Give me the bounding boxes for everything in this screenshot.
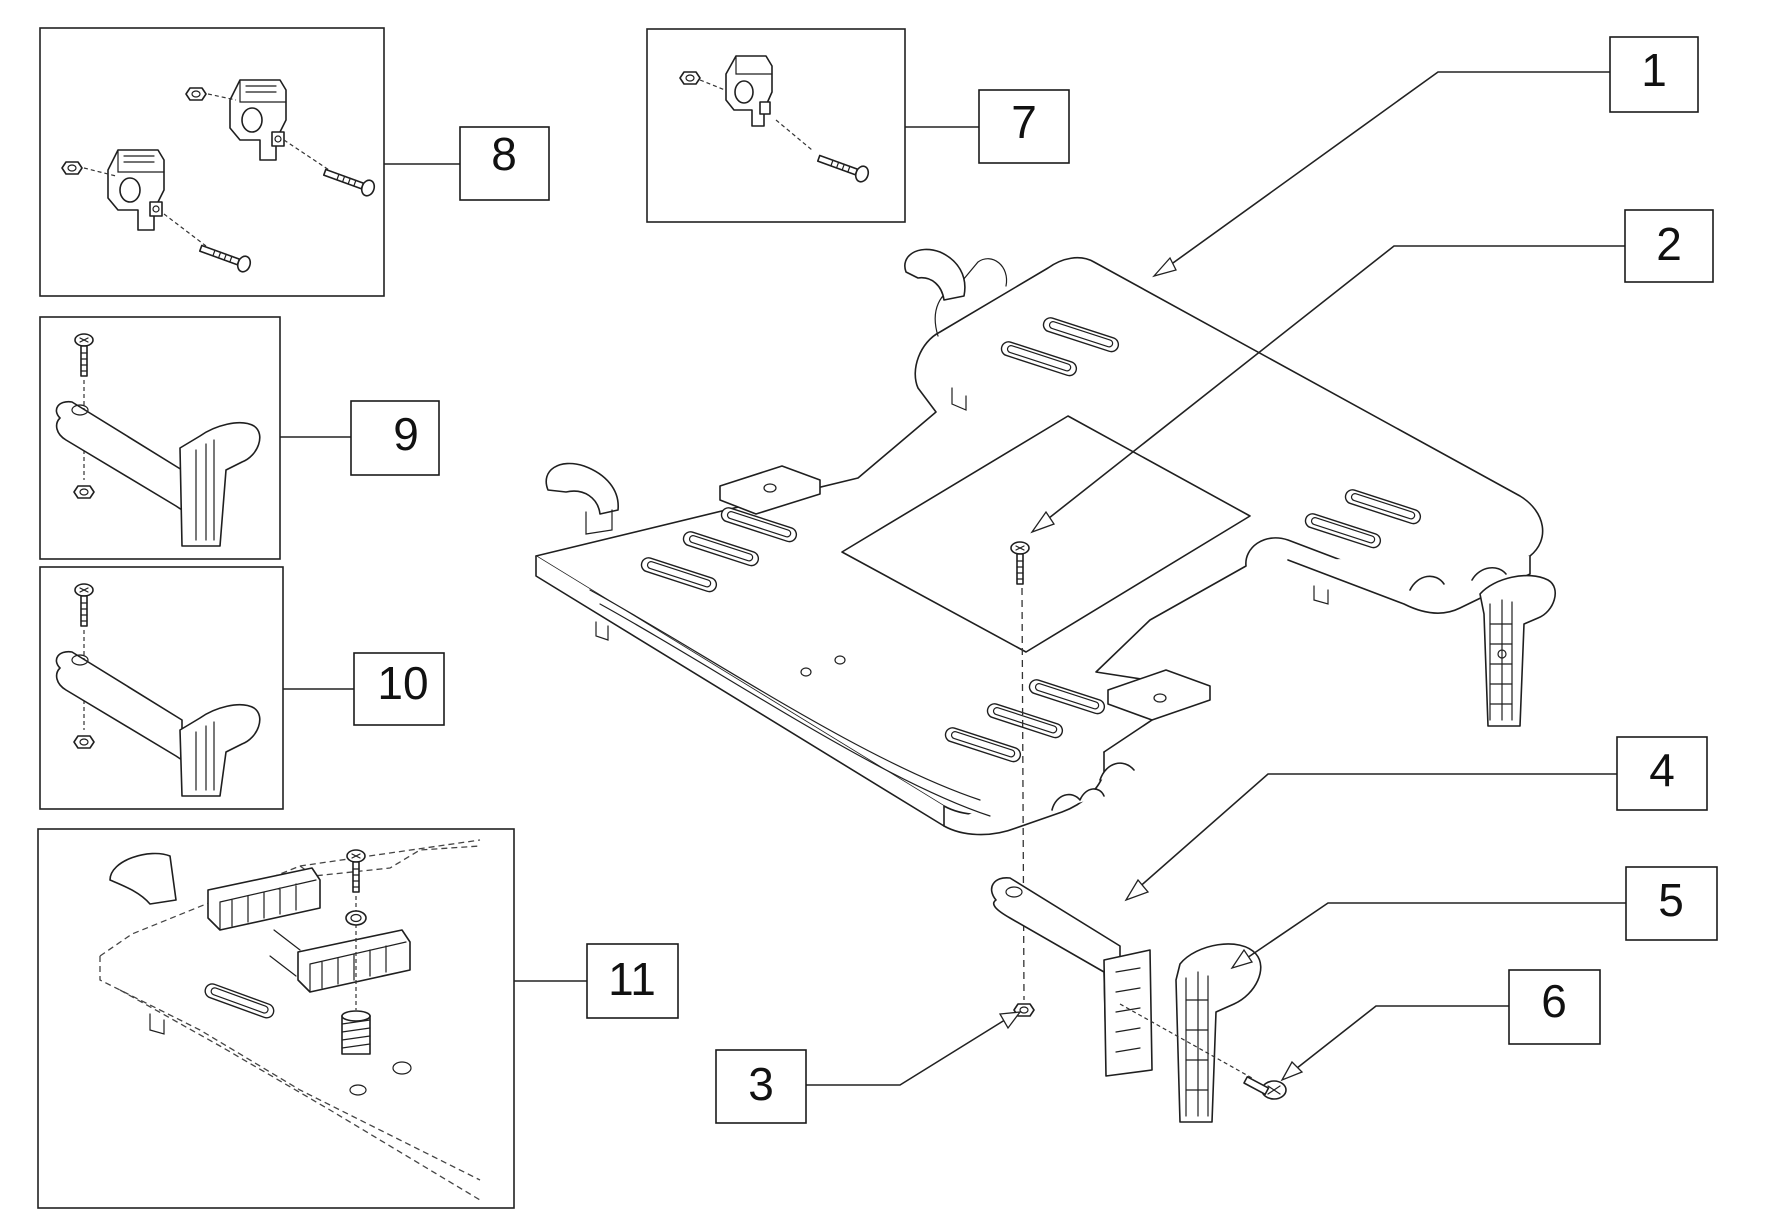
callout-3: 3 <box>715 1049 807 1124</box>
callout-11-label: 11 <box>608 953 656 1005</box>
callout-4: 4 <box>1616 736 1708 811</box>
callout-3-label: 3 <box>748 1058 774 1110</box>
callout-2-label: 2 <box>1656 218 1682 270</box>
panel-8-clamp-assembly <box>39 27 385 297</box>
screw-part-6 <box>1243 1076 1287 1100</box>
callout-6: 6 <box>1508 969 1601 1045</box>
pivot-arm-part-4 <box>990 877 1153 1077</box>
main-seat-plate <box>535 248 1557 836</box>
callout-7-label: 7 <box>1011 96 1037 148</box>
callout-1-label: 1 <box>1641 44 1667 96</box>
callout-11: 11 <box>586 943 679 1019</box>
panel-9-pivot-assembly <box>39 316 281 560</box>
callout-7: 7 <box>978 89 1070 164</box>
strap-clamp-part-5 <box>1175 943 1262 1123</box>
callout-8: 8 <box>459 126 550 201</box>
callout-1: 1 <box>1609 36 1699 113</box>
callout-5: 5 <box>1625 866 1718 941</box>
screw-part-2 <box>1010 541 1030 1001</box>
panel-7-clamp-assembly <box>646 28 906 223</box>
callout-9-label: 9 <box>393 408 419 460</box>
callout-10-label: 10 <box>377 657 428 709</box>
callout-6-label: 6 <box>1541 975 1567 1027</box>
callout-2: 2 <box>1624 209 1714 283</box>
panel-11-detail-view <box>37 828 515 1209</box>
callout-10: 10 <box>353 652 445 726</box>
callout-5-label: 5 <box>1658 874 1684 926</box>
callout-9: 9 <box>350 400 440 476</box>
callout-4-label: 4 <box>1649 744 1675 796</box>
leader-lines <box>280 71 1626 1086</box>
panel-10-pivot-assembly <box>39 566 284 810</box>
callout-8-label: 8 <box>491 128 517 180</box>
